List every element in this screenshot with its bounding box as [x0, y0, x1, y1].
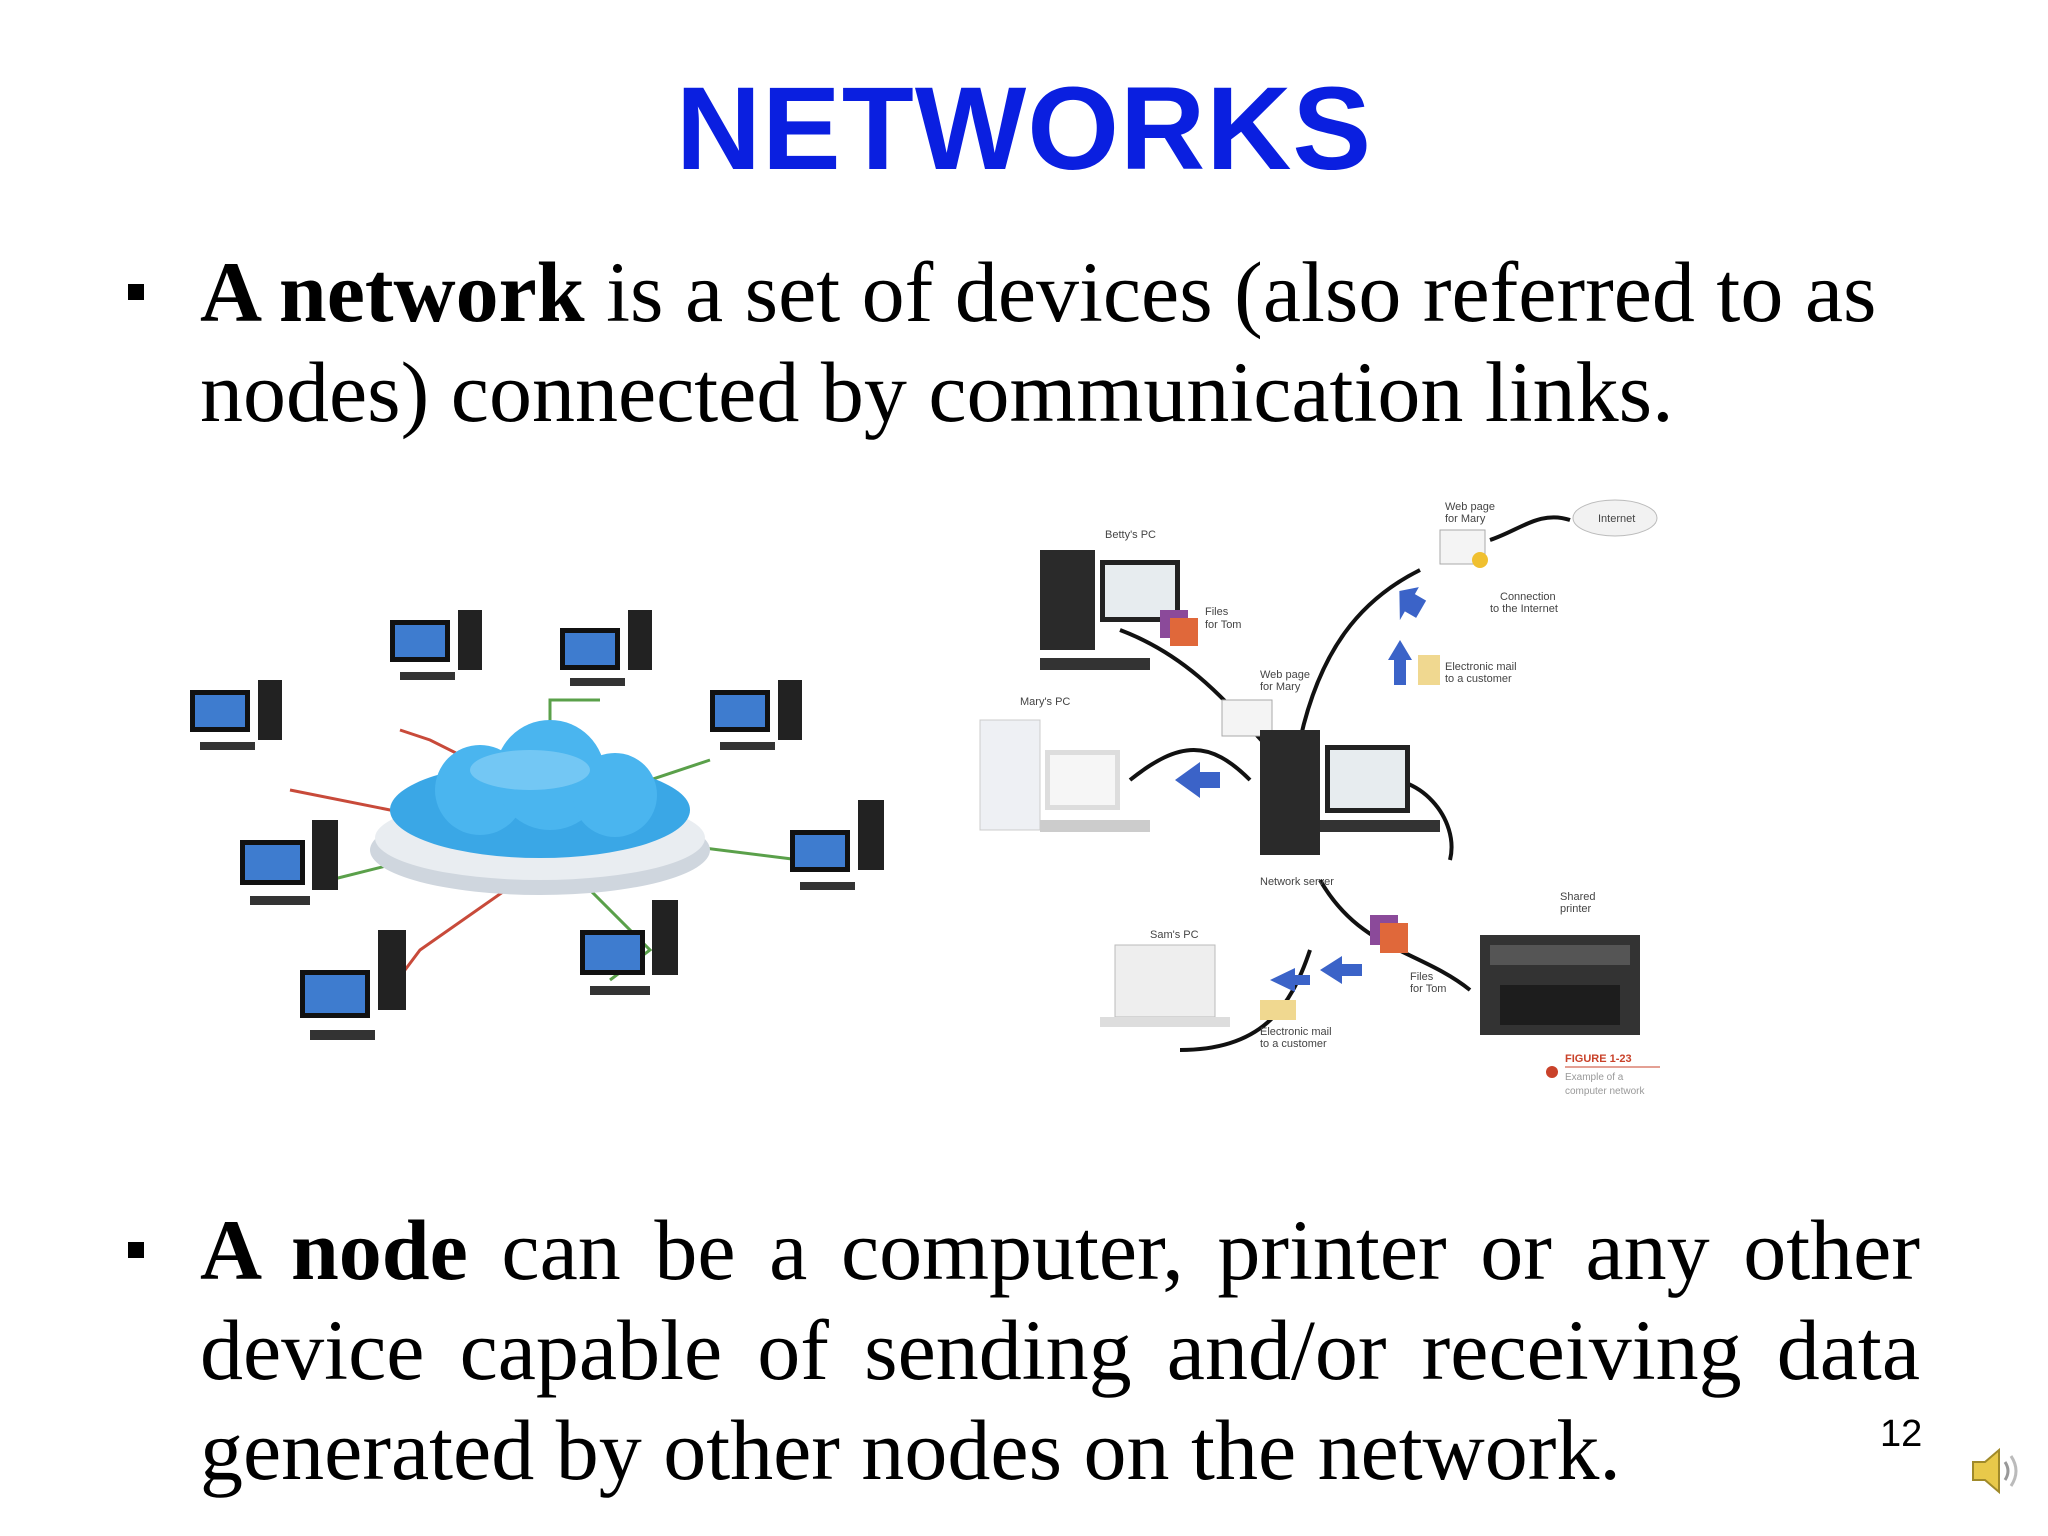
label-internet: Internet [1598, 513, 1635, 525]
network-definition-text: is a set of devices (also referred to as… [200, 244, 1877, 440]
arrow-icon [1175, 762, 1220, 798]
label-email-2b: to a customer [1260, 1038, 1327, 1050]
label-sams-pc: Sam's PC [1150, 929, 1199, 941]
internet-cloud-icon [1572, 499, 1658, 537]
bullet-square-icon [128, 1242, 144, 1258]
label-email-2a: Electronic mail [1260, 1026, 1332, 1038]
computer-icon [300, 930, 406, 1040]
label-web-page-mary-2a: Web page [1445, 501, 1495, 513]
computer-icons [190, 610, 884, 1040]
arrow-icon [1270, 968, 1310, 992]
server-icon [1260, 730, 1440, 855]
term-node: A node [200, 1202, 468, 1298]
label-email-1b: to a customer [1445, 673, 1512, 685]
label-shared-printer-1: Shared [1560, 891, 1595, 903]
desktop-computer-icon [979, 719, 1150, 832]
laptop-icon [1100, 944, 1230, 1027]
label-marys-pc: Mary's PC [1020, 696, 1070, 708]
computer-icon [710, 680, 802, 750]
figure-sub-2: computer network [1565, 1086, 1645, 1097]
label-files-tom-1b: for Tom [1205, 619, 1241, 631]
computer-icon [190, 680, 282, 750]
computer-icon [240, 820, 338, 905]
slide-title: NETWORKS [675, 63, 1373, 195]
printer-icon [1480, 935, 1640, 1035]
term-network: A network [200, 244, 585, 340]
label-web-page-mary-1a: Web page [1260, 669, 1310, 681]
arrow-icon [1320, 956, 1362, 984]
plug-icon [1472, 552, 1488, 568]
figure-caption: FIGURE 1-23 [1565, 1053, 1632, 1065]
label-email-1a: Electronic mail [1445, 661, 1517, 673]
bullet-network-definition: A network is a set of devices (also refe… [120, 242, 1920, 442]
label-network-server: Network server [1260, 876, 1334, 888]
page-number: 12 [1880, 1413, 1923, 1455]
envelope-icon [1260, 1000, 1296, 1020]
folder-icon [1160, 610, 1198, 646]
bullet-node-definition: A node can be a computer, printer or any… [120, 1200, 1920, 1500]
label-files-tom-2a: Files [1410, 971, 1434, 983]
figure-sub-1: Example of a [1565, 1072, 1624, 1083]
folder-icon [1370, 915, 1408, 953]
label-bettys-pc: Betty's PC [1105, 529, 1156, 541]
label-web-page-mary-1b: for Mary [1260, 681, 1301, 693]
computer-icon [790, 800, 884, 890]
label-web-page-mary-2b: for Mary [1445, 513, 1486, 525]
label-connection-2: to the Internet [1490, 603, 1558, 615]
cloud-icon [370, 720, 710, 895]
speaker-icon[interactable] [1965, 1440, 2027, 1502]
computer-icon [580, 900, 678, 995]
node-definition-text: can be a computer, printer or any other … [200, 1202, 1920, 1498]
envelope-icon [1418, 655, 1440, 685]
computer-icon [560, 610, 652, 686]
computer-icon [390, 610, 482, 680]
desktop-computer-icon [1040, 550, 1180, 670]
label-connection-1: Connection [1500, 591, 1556, 603]
label-shared-printer-2: printer [1560, 903, 1592, 915]
arrow-icon [1388, 640, 1412, 685]
label-files-tom-2b: for Tom [1410, 983, 1446, 995]
label-files-tom-1a: Files [1205, 606, 1229, 618]
computer-network-diagram: Betty's PC Files for Tom Web page for Ma… [979, 499, 1660, 1097]
figure-marker-icon [1546, 1066, 1558, 1078]
cloud-network-illustration [190, 610, 884, 1040]
bullet-square-icon [128, 284, 144, 300]
arrow-icon [1399, 587, 1427, 621]
